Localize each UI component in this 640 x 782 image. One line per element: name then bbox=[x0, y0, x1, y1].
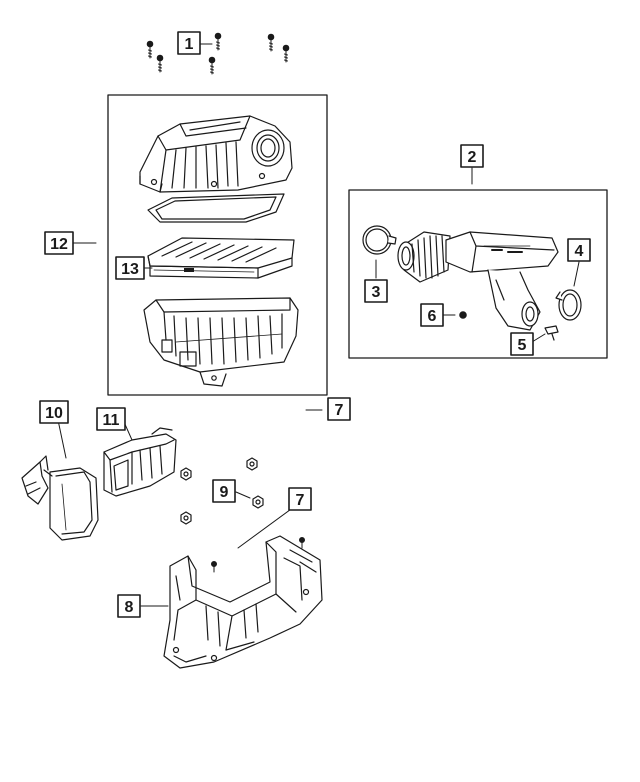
callout-11: 11 bbox=[96, 407, 126, 431]
callout-label: 1 bbox=[185, 36, 194, 53]
air-cleaner-lower-housing bbox=[143, 297, 299, 387]
callout-label: 9 bbox=[220, 484, 229, 501]
intake-duct-group-frame bbox=[348, 189, 608, 359]
clean-air-duct-assembly bbox=[397, 231, 559, 331]
callout-label: 4 bbox=[575, 243, 584, 260]
callout-label: 6 bbox=[428, 308, 437, 325]
callout-label: 3 bbox=[372, 284, 381, 301]
callout-label: 10 bbox=[45, 405, 63, 422]
callout-9: 9 bbox=[212, 479, 236, 503]
callout-8: 8 bbox=[117, 594, 141, 618]
callout-5: 5 bbox=[510, 332, 534, 356]
callout-label: 8 bbox=[125, 599, 134, 616]
callout-1: 1 bbox=[177, 31, 201, 55]
cover-seal-gasket bbox=[147, 193, 285, 223]
housing-bracket bbox=[21, 455, 99, 541]
callout-6: 6 bbox=[420, 303, 444, 327]
mounting-nuts bbox=[180, 457, 264, 525]
hose-clamp-right bbox=[555, 289, 582, 321]
grommet bbox=[459, 311, 467, 319]
air-filter-element bbox=[147, 237, 295, 279]
callout-12: 12 bbox=[44, 231, 74, 255]
callout-13: 13 bbox=[115, 256, 145, 280]
callout-label: 2 bbox=[468, 149, 477, 166]
callout-label: 13 bbox=[121, 261, 139, 278]
callout-label: 5 bbox=[518, 337, 527, 354]
callout-4: 4 bbox=[567, 238, 591, 262]
callout-label: 11 bbox=[103, 412, 120, 429]
part-screws bbox=[146, 32, 290, 75]
callout-7-lower: 7 bbox=[288, 487, 312, 511]
callout-label: 7 bbox=[296, 492, 305, 509]
callout-label: 7 bbox=[335, 402, 344, 419]
retaining-clip bbox=[544, 325, 559, 341]
air-inlet-duct bbox=[103, 427, 177, 497]
air-cleaner-cover bbox=[139, 115, 293, 193]
hose-clamp-left bbox=[362, 225, 397, 255]
callout-10: 10 bbox=[39, 400, 69, 424]
air-cleaner-group-frame bbox=[107, 94, 328, 396]
air-cleaner-support-tray bbox=[163, 535, 323, 669]
leader-lines bbox=[57, 43, 580, 607]
callout-7-upper: 7 bbox=[327, 397, 351, 421]
callout-2: 2 bbox=[460, 144, 484, 168]
callout-3: 3 bbox=[364, 279, 388, 303]
callout-label: 12 bbox=[50, 236, 68, 253]
